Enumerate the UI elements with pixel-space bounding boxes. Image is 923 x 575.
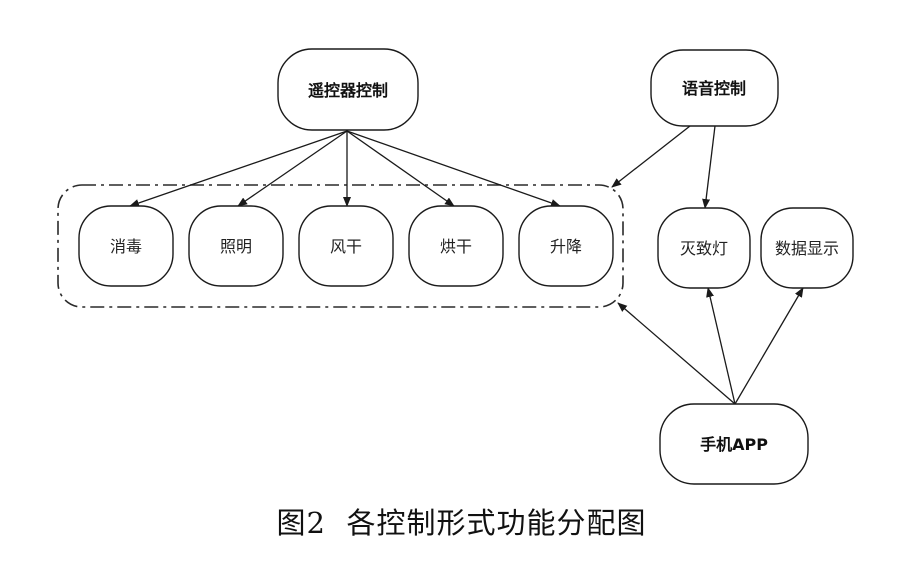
arrow-app-to-group (617, 302, 736, 405)
lift-label: 升降 (550, 237, 582, 256)
arrow-remote-to-lift (346, 130, 561, 207)
function-allocation-diagram: 遥控器控制 语音控制 消毒 照明 风干 烘干 升降 灭致灯 数据显示 手机APP (57, 48, 854, 485)
airdry-label: 风干 (330, 237, 362, 256)
function-group-frame (57, 184, 624, 308)
airdry-node: 风干 (298, 205, 394, 287)
disinfect-label: 消毒 (110, 237, 142, 256)
arrows (129, 125, 804, 405)
bake-label: 烘干 (440, 237, 472, 256)
mobile-app-node: 手机APP (659, 403, 809, 485)
remote-control-label: 遥控器控制 (308, 81, 388, 100)
disinfect-node: 消毒 (78, 205, 174, 287)
data-display-label: 数据显示 (775, 239, 839, 258)
remote-control-node: 遥控器控制 (277, 48, 419, 131)
data-display-node: 数据显示 (760, 207, 854, 289)
light-toggle-label: 灭致灯 (680, 239, 728, 258)
arrow-remote-to-bake (346, 130, 455, 207)
arrow-app-to-light-toggle (706, 287, 736, 405)
bake-node: 烘干 (408, 205, 504, 287)
voice-control-label: 语音控制 (682, 79, 746, 98)
figure-title: 各控制形式功能分配图 (346, 506, 647, 540)
figure-number: 图2 (276, 506, 326, 540)
lift-node: 升降 (518, 205, 614, 287)
lighting-node: 照明 (188, 205, 284, 287)
figure-caption: 图2 各控制形式功能分配图 (0, 500, 923, 542)
mobile-app-label: 手机APP (700, 435, 768, 454)
arrow-remote-to-lighting (237, 130, 348, 207)
voice-control-node: 语音控制 (650, 49, 779, 127)
arrow-voice-to-light-toggle (702, 125, 716, 209)
arrow-voice-to-group (611, 125, 691, 188)
arrow-remote-to-disinfect (129, 130, 348, 207)
arrow-app-to-data-display (734, 287, 804, 405)
light-toggle-node: 灭致灯 (657, 207, 751, 289)
lighting-label: 照明 (220, 237, 252, 256)
